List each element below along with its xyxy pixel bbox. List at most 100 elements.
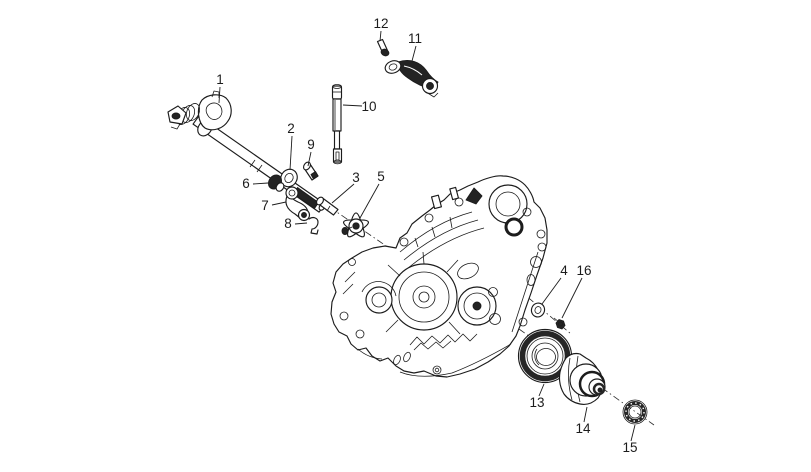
upper-bearing-housing	[488, 184, 528, 224]
rod-cap-top	[332, 84, 342, 89]
gasket-zigzag	[413, 340, 452, 351]
leader-16	[561, 277, 583, 319]
callout-label-16: 16	[576, 263, 591, 278]
leader-14	[583, 406, 588, 423]
slot-hole	[403, 351, 411, 363]
star-center	[352, 222, 360, 230]
left-bore	[365, 286, 393, 314]
bolt-hole-inner	[434, 367, 440, 373]
callout-label-6: 6	[242, 176, 250, 191]
lever-plate-cutout	[205, 102, 223, 120]
lever-boss-hole	[388, 63, 398, 71]
shaft-step	[256, 164, 263, 173]
leader-10	[342, 104, 363, 107]
hatch	[344, 271, 356, 283]
part-16-bolt	[553, 317, 566, 330]
fin-line	[407, 227, 485, 269]
fin-line	[403, 219, 479, 261]
leader-6	[252, 182, 269, 185]
return-spring	[185, 103, 201, 121]
callout-label-4: 4	[560, 263, 568, 278]
part-10-pushrod	[331, 84, 343, 165]
collar-face	[275, 182, 285, 192]
part-9-pin-screw	[302, 161, 319, 181]
flange-seam	[568, 357, 573, 401]
callout-label-8: 8	[284, 216, 292, 231]
part-1-gearshift-spindle	[167, 90, 326, 213]
fin-tick	[431, 226, 436, 238]
crank-boss-outer	[390, 263, 458, 331]
bolt-head	[555, 319, 566, 330]
bolt-hole	[424, 213, 434, 223]
small-hole	[348, 258, 356, 266]
pin-ring	[326, 205, 331, 212]
bottom-inner-line	[399, 343, 512, 377]
gear-center	[597, 387, 603, 393]
bracket-lug	[465, 187, 483, 205]
left-bore-inner	[371, 292, 387, 308]
gear-front-ring	[592, 382, 606, 396]
star-pin	[341, 226, 349, 236]
leader-7	[271, 201, 287, 206]
bolt-hole	[399, 237, 409, 247]
lever-plate	[197, 94, 232, 131]
part-14-gear-assembly	[558, 352, 606, 405]
leader-12	[379, 30, 382, 42]
seal-lip	[531, 342, 559, 370]
web-rib	[385, 319, 399, 333]
rod-fork-end	[333, 159, 342, 165]
seal-inner-arc	[534, 348, 540, 366]
leader-5	[359, 183, 380, 219]
part-12-bolt	[376, 38, 390, 57]
washer-outer	[530, 302, 546, 318]
callout-label-13: 13	[529, 395, 544, 410]
arm-pivot-hole	[288, 189, 296, 197]
crankcase-body	[330, 175, 548, 378]
small-hole	[489, 313, 501, 325]
arm-pivot	[285, 186, 299, 200]
shaft-step	[249, 159, 256, 168]
seal-bore	[536, 348, 556, 366]
bolt-head	[380, 48, 390, 57]
leader-13	[538, 383, 545, 397]
callout-labels: 1 2 3 4 5 6 7 8 9 10 11 12 13 14 15 16	[216, 16, 637, 455]
web-rib	[422, 251, 425, 265]
bolt-hole	[530, 256, 542, 268]
leader-9	[307, 151, 312, 167]
rod-fork	[332, 148, 343, 163]
pin-tip	[310, 171, 319, 180]
ring-teeth	[625, 402, 645, 422]
web-rib	[446, 259, 459, 273]
crank-center	[418, 291, 430, 303]
callout-label-11: 11	[408, 31, 422, 46]
leader-11	[411, 45, 417, 62]
part-8-spring-clip	[308, 217, 319, 235]
part-3-pin-bolt	[315, 196, 339, 216]
callout-label-15: 15	[622, 440, 637, 455]
balancer-bore	[463, 292, 491, 320]
part-7-shift-arm	[285, 186, 311, 222]
part-11-shift-lever-arm	[384, 59, 439, 98]
web-rib	[448, 321, 461, 335]
fin-tick	[449, 216, 453, 229]
pin-end	[315, 196, 325, 206]
rod-upper	[332, 98, 342, 132]
callout-label-10: 10	[361, 99, 376, 114]
flange-inner-line	[511, 251, 539, 333]
callout-label-5: 5	[377, 169, 385, 184]
slot-hole	[393, 354, 401, 366]
callout-label-7: 7	[261, 198, 269, 213]
washer-outer	[280, 168, 298, 188]
clip-wire	[308, 217, 319, 235]
bolt-hole	[454, 197, 464, 207]
callout-label-9: 9	[307, 137, 315, 152]
leader-2	[289, 135, 293, 171]
lever-clamp-hole	[426, 82, 434, 90]
arm-roller-pin	[301, 212, 307, 218]
hatch	[342, 283, 354, 295]
lever-highlight	[403, 65, 423, 76]
kidney-slot	[457, 262, 479, 280]
leader-1	[218, 86, 221, 104]
